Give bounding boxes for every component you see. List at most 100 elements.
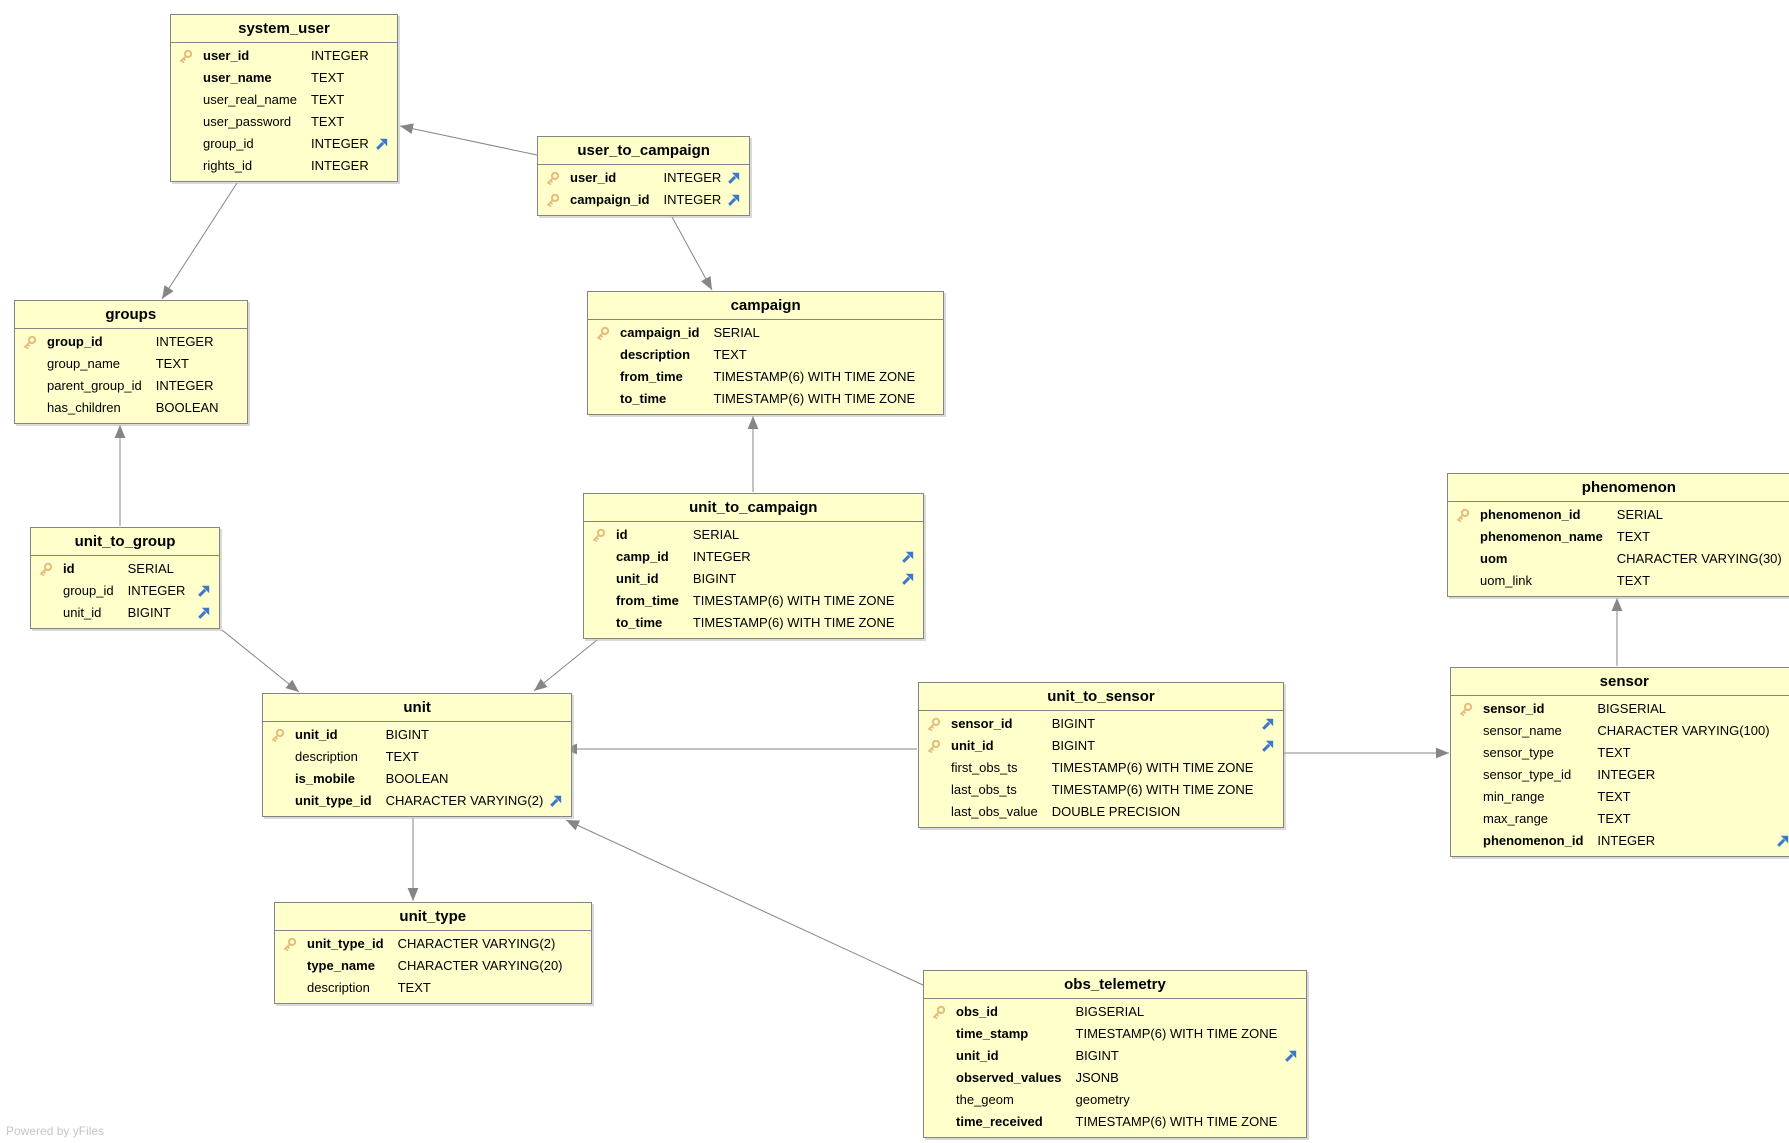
empty-fk-cell (1770, 720, 1789, 742)
field-name: uom (1480, 551, 1508, 566)
key-icon (179, 49, 193, 63)
field-type: INTEGER (310, 48, 369, 63)
empty-icon-cell (594, 388, 620, 410)
foreign-key-cell (543, 790, 563, 812)
arrow-up-right-icon (1262, 718, 1274, 730)
field-type: INTEGER (127, 583, 186, 598)
foreign-key-cell (895, 568, 915, 590)
primary-key-cell (544, 189, 570, 211)
empty-fk-cell (1782, 526, 1789, 548)
field-name: unit_id (63, 605, 102, 620)
empty-fk-cell (1278, 1089, 1298, 1111)
field-name: unit_id (951, 738, 994, 753)
field-type: BIGINT (1051, 716, 1096, 731)
primary-key-cell (925, 713, 951, 735)
field-name: phenomenon_name (1480, 529, 1603, 544)
key-icon (271, 728, 285, 742)
key-icon (927, 739, 941, 753)
empty-icon-cell (269, 746, 295, 768)
arrow-up-right-icon (1262, 740, 1274, 752)
field-name: max_range (1483, 811, 1549, 826)
field-type: TIMESTAMP(6) WITH TIME ZONE (692, 615, 895, 630)
empty-icon-cell (1457, 808, 1483, 830)
field-type: INTEGER (692, 549, 751, 564)
empty-fk-cell (1770, 698, 1789, 720)
key-icon (1459, 702, 1473, 716)
primary-key-cell (1454, 504, 1480, 526)
field-name: unit_id (956, 1048, 999, 1063)
field-type: TEXT (1597, 789, 1631, 804)
field-name: uom_link (1480, 573, 1533, 588)
primary-key-cell (930, 1001, 956, 1023)
empty-icon-cell (269, 768, 295, 790)
edge-user_to_campaign-to-campaign[interactable] (671, 216, 713, 291)
field-name: group_id (63, 583, 114, 598)
empty-icon-cell (21, 397, 47, 419)
key-icon (546, 171, 560, 185)
empty-fk-cell (1278, 1023, 1298, 1045)
field-name: first_obs_ts (951, 760, 1018, 775)
field-type: INTEGER (310, 136, 369, 151)
empty-fk-cell (369, 67, 389, 89)
field-name: id (616, 527, 628, 542)
arrow-up-right-icon (728, 172, 740, 184)
edge-unit_to_campaign-to-unit[interactable] (533, 639, 598, 692)
field-type: BIGSERIAL (1597, 701, 1667, 716)
empty-fk-cell (1770, 742, 1789, 764)
field-name: unit_type_id (307, 936, 384, 951)
empty-icon-cell (590, 612, 616, 634)
field-name: description (620, 347, 691, 362)
empty-fk-cell (1278, 1001, 1298, 1023)
empty-fk-cell (1770, 786, 1789, 808)
empty-fk-cell (219, 331, 239, 353)
field-name: observed_values (956, 1070, 1062, 1085)
field-type: INTEGER (1597, 833, 1656, 848)
empty-fk-cell (219, 353, 239, 375)
field-type: CHARACTER VARYING(2) (397, 936, 556, 951)
edge-unit_to_group-to-unit[interactable] (221, 629, 300, 693)
empty-icon-cell (1457, 764, 1483, 786)
empty-icon-cell (269, 790, 295, 812)
empty-fk-cell (1255, 779, 1275, 801)
edge-obs_telemetry-to-unit[interactable] (565, 819, 924, 986)
empty-fk-cell (915, 366, 935, 388)
entity-title: unit_to_sensor (919, 683, 1283, 711)
empty-icon-cell (925, 779, 951, 801)
field-type: TIMESTAMP(6) WITH TIME ZONE (1051, 782, 1254, 797)
edge-user_to_campaign-to-system_user[interactable] (399, 123, 538, 156)
empty-icon-cell (594, 366, 620, 388)
empty-fk-cell (563, 933, 583, 955)
field-name: sensor_type_id (1483, 767, 1572, 782)
empty-icon-cell (925, 757, 951, 779)
empty-icon-cell (177, 155, 203, 177)
field-type: TEXT (155, 356, 189, 371)
foreign-key-cell (721, 167, 741, 189)
empty-icon-cell (594, 344, 620, 366)
field-name: has_children (47, 400, 121, 415)
empty-fk-cell (219, 397, 239, 419)
edge-system_user-to-groups[interactable] (161, 182, 238, 300)
empty-icon-cell (281, 955, 307, 977)
field-type: TEXT (1616, 529, 1651, 544)
key-icon (596, 326, 610, 340)
field-name: user_password (203, 114, 292, 129)
field-name: user_name (203, 70, 272, 85)
